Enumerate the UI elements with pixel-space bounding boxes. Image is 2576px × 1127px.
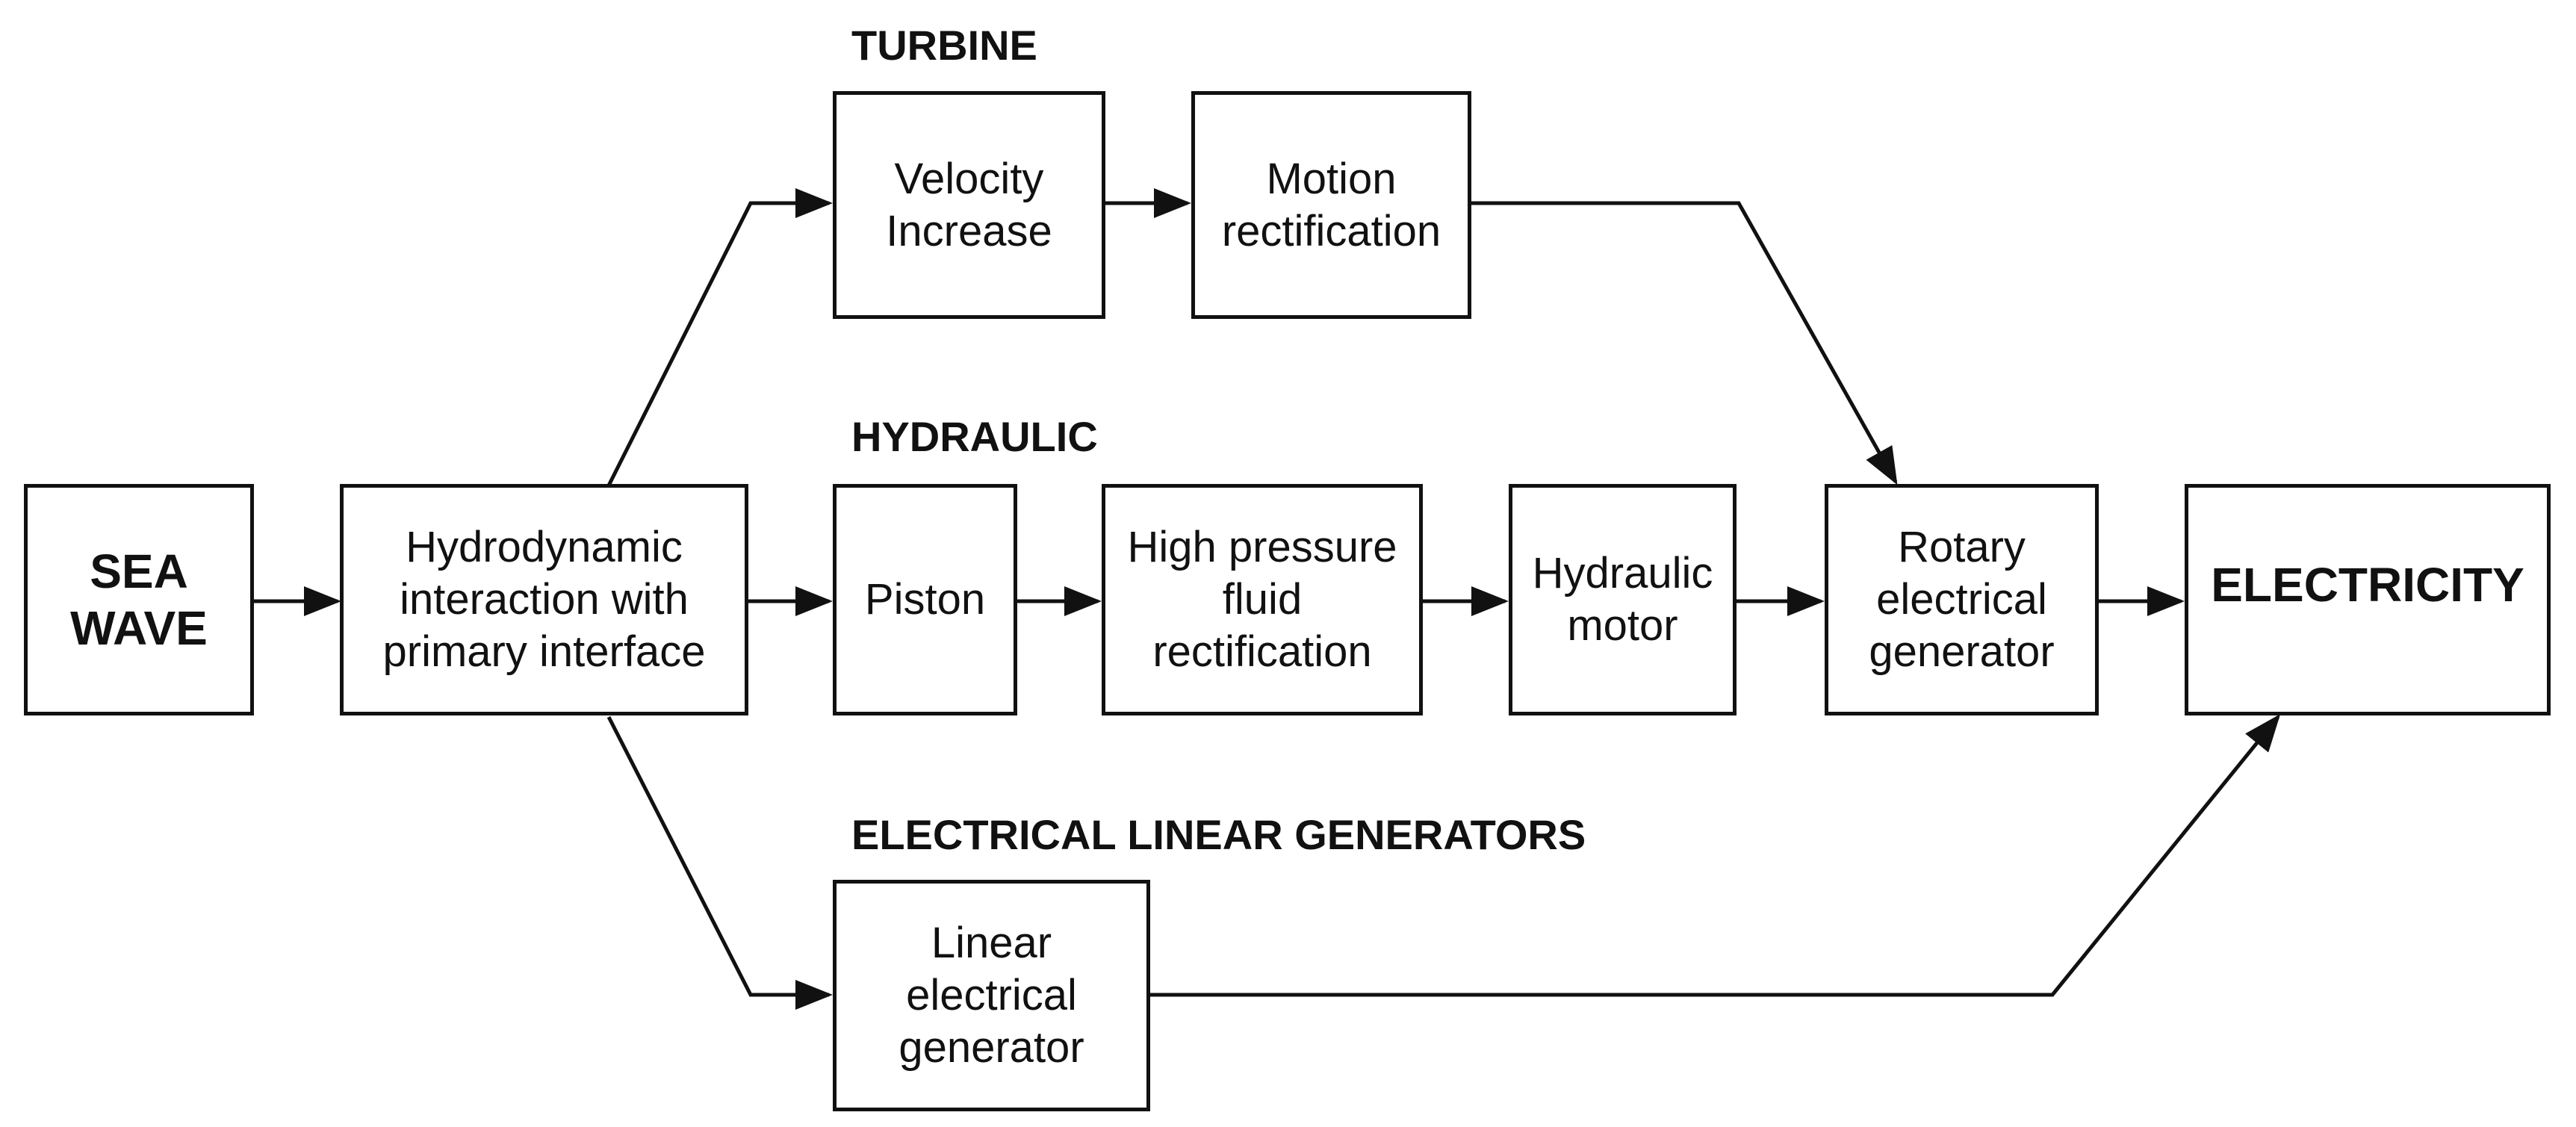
node-hydraulic-motor: Hydraulic motor [1509,484,1737,715]
node-electricity: ELECTRICITY [2185,484,2551,715]
section-label-linear-generators: ELECTRICAL LINEAR GENERATORS [851,811,1586,858]
edge-hydrodynamic-to-linear [606,715,833,1010]
node-high-pressure-fluid-rectification: High pressure fluid rectification [1102,484,1423,715]
node-hydrodynamic-interaction: Hydrodynamic interaction with primary in… [340,484,748,715]
edge-motion-to-rotary [1471,201,1898,485]
node-velocity-increase: Velocity Increase [833,91,1105,319]
section-label-turbine: TURBINE [851,22,1037,69]
node-piston: Piston [833,484,1017,715]
node-motion-rectification: Motion rectification [1191,91,1471,319]
node-rotary-electrical-generator: Rotary electrical generator [1825,484,2099,715]
node-linear-electrical-generator: Linear electrical generator [833,880,1150,1111]
edge-hydrodynamic-to-velocity [606,188,833,487]
edge-linear-to-electricity [1150,714,2281,997]
section-label-hydraulic: HYDRAULIC [851,413,1098,460]
node-sea-wave: SEA WAVE [24,484,254,715]
